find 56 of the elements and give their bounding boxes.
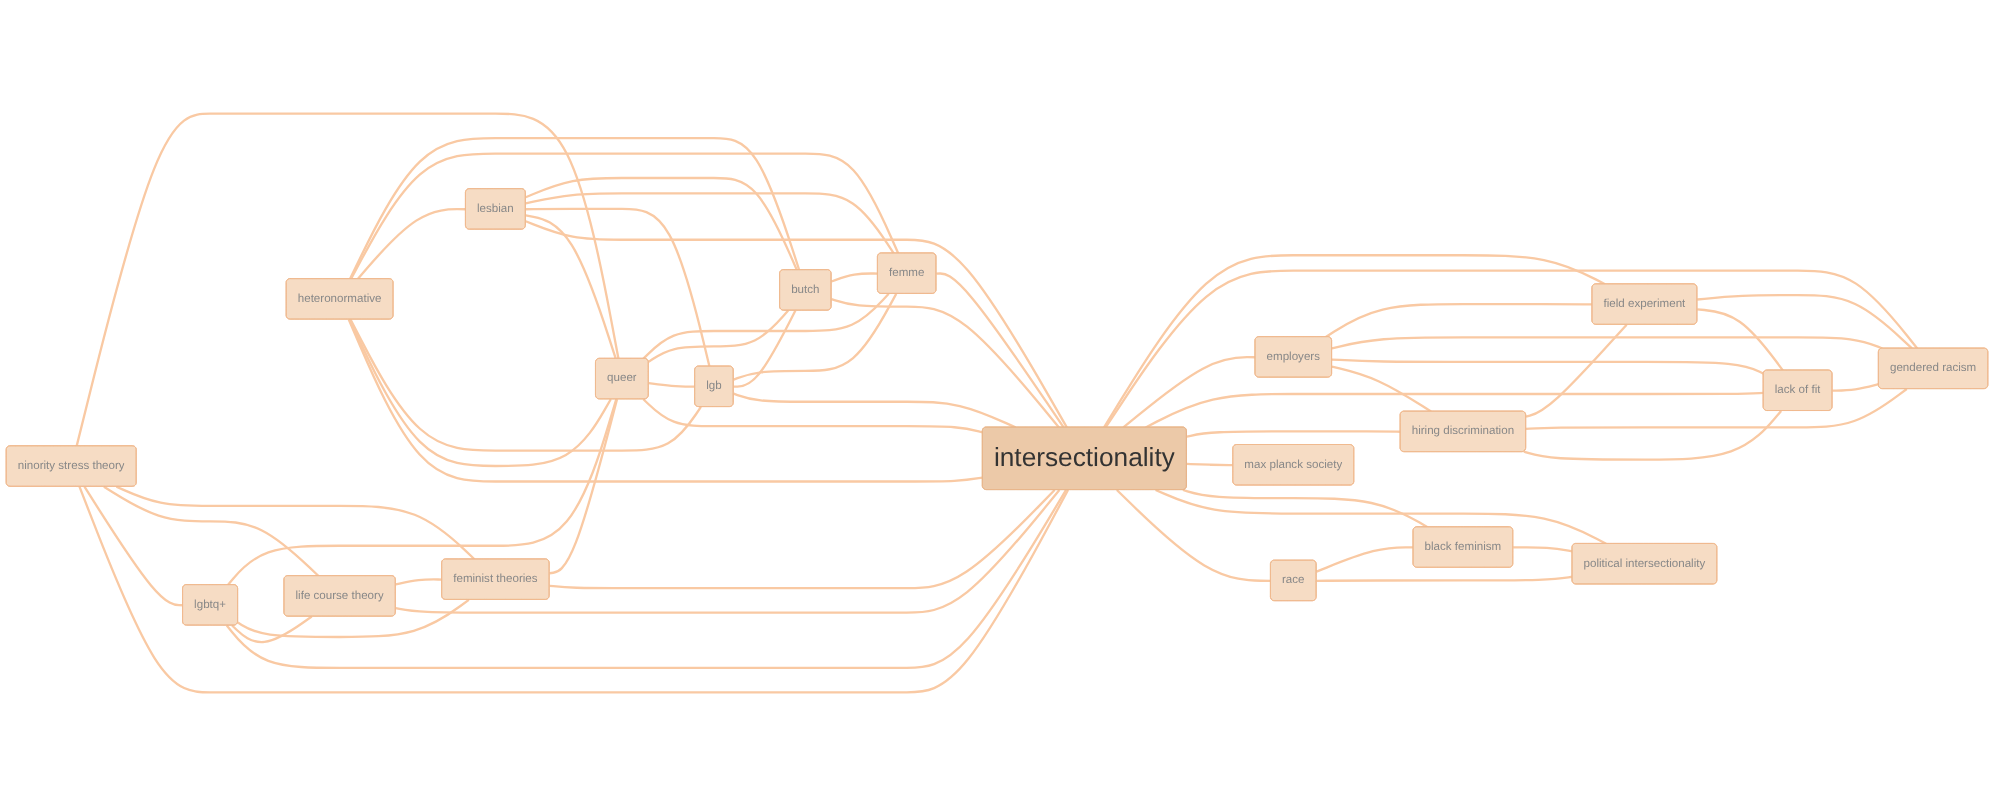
connector <box>1186 462 1234 467</box>
connector <box>1325 302 1593 338</box>
connector <box>348 136 801 280</box>
connector <box>525 220 1068 428</box>
connector <box>1525 323 1628 418</box>
connector <box>350 152 900 280</box>
connector <box>1316 546 1414 573</box>
connector <box>1832 383 1880 392</box>
connector <box>831 272 878 283</box>
connector <box>1145 391 1764 429</box>
connector <box>1523 410 1783 461</box>
connector <box>356 208 466 280</box>
connector <box>237 598 470 639</box>
connector <box>75 112 620 447</box>
connector <box>642 398 983 434</box>
connector <box>1331 365 1432 413</box>
connector <box>103 485 320 577</box>
connector <box>1331 336 1883 350</box>
connector <box>1116 489 1271 582</box>
connector <box>347 319 983 483</box>
connector <box>395 578 443 586</box>
connector <box>647 309 790 363</box>
connector <box>525 214 617 360</box>
connector <box>733 392 1016 429</box>
connector <box>1155 488 1607 545</box>
connector <box>1525 388 1908 431</box>
connector <box>1122 356 1256 429</box>
connector <box>226 398 618 586</box>
connector <box>83 486 183 607</box>
connector <box>115 485 476 561</box>
connector <box>549 489 1056 590</box>
connector <box>1697 308 1784 372</box>
connector <box>1182 488 1429 529</box>
connector <box>1186 430 1401 438</box>
connector <box>936 272 1065 429</box>
connector <box>525 207 711 367</box>
connector <box>1104 269 1919 429</box>
connector <box>525 192 895 254</box>
connector <box>1513 546 1573 553</box>
connector <box>78 486 1070 694</box>
connector <box>1103 254 1606 429</box>
connector <box>225 489 1068 670</box>
connector <box>1331 358 1765 375</box>
connector <box>395 489 1061 614</box>
connector <box>1316 575 1573 582</box>
connector <box>1697 293 1913 350</box>
connector <box>642 293 890 360</box>
connector <box>648 381 695 388</box>
connector <box>525 176 798 271</box>
connector <box>348 319 612 468</box>
connector <box>549 398 619 575</box>
connector <box>733 310 797 388</box>
connector <box>231 615 313 644</box>
connector <box>733 293 898 381</box>
connector <box>349 318 702 452</box>
connector <box>831 297 1060 429</box>
